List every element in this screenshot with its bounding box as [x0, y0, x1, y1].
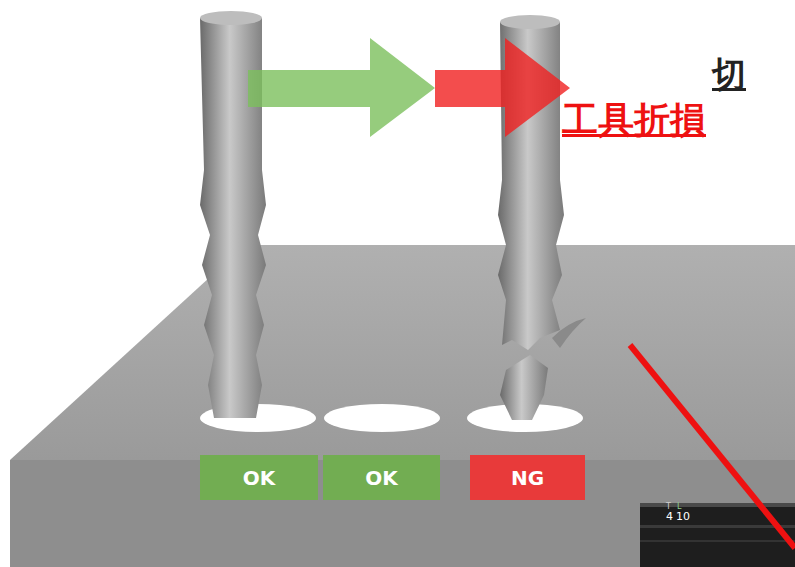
- monitor-screen: [640, 503, 795, 567]
- status-text: OK: [243, 466, 276, 490]
- status-text: NG: [511, 466, 544, 490]
- screen-value: 10: [676, 511, 690, 523]
- hole: [324, 404, 440, 432]
- break-arrow: [435, 38, 570, 137]
- status-box: OK: [200, 455, 318, 500]
- heading-text: 切: [712, 56, 746, 93]
- progress-arrow: [248, 38, 435, 137]
- status-text: OK: [365, 466, 398, 490]
- leader-line: [630, 345, 795, 548]
- alert-text: 工具折損: [562, 100, 706, 140]
- screen-value: 4: [666, 511, 673, 523]
- slab-top: [10, 245, 795, 460]
- status-box: OK: [323, 455, 440, 500]
- status-box: NG: [470, 455, 585, 500]
